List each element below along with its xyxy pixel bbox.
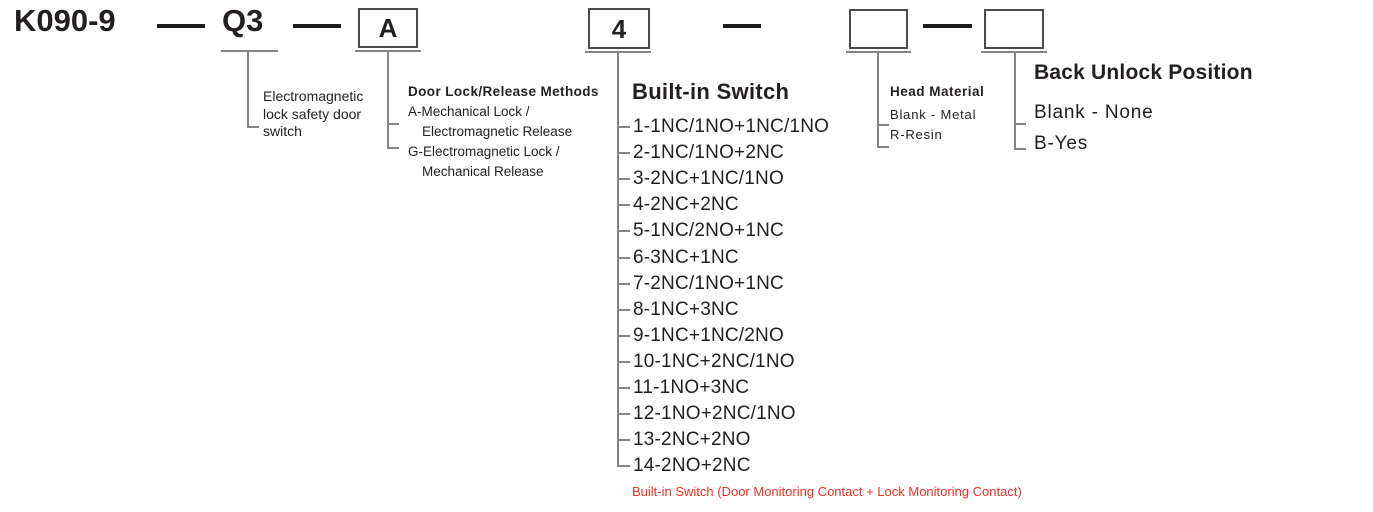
dash-separator-4	[923, 24, 972, 28]
switch-option-10: 10-1NC+2NC/1NO	[617, 349, 829, 375]
lock-method-underline	[355, 50, 421, 52]
head-material-connector-line	[877, 52, 879, 148]
back-unlock-tick-2	[1016, 148, 1026, 150]
builtin-switch-box: 4	[588, 8, 650, 49]
switch-option-5: 5-1NC/2NO+1NC	[617, 218, 829, 244]
dash-separator-2	[293, 24, 341, 28]
lock-method-tick-a	[389, 123, 399, 125]
back-unlock-option-b: B-Yes	[1034, 133, 1088, 154]
series-description-line: switch	[263, 123, 302, 139]
back-unlock-section-title: Back Unlock Position	[1034, 61, 1253, 84]
door-lock-option-g: G-Electromagnetic Lock /	[408, 144, 560, 159]
head-material-section-title: Head Material	[890, 84, 985, 99]
switch-option-6: 6-3NC+1NC	[617, 244, 829, 270]
door-lock-option-a: A-Mechanical Lock /	[408, 104, 530, 119]
back-unlock-options: Blank - None B-Yes	[1034, 97, 1153, 159]
switch-option-8: 8-1NC+3NC	[617, 297, 829, 323]
back-unlock-box	[984, 9, 1044, 49]
head-material-box	[849, 9, 908, 49]
series-description-line: Electromagnetic	[263, 88, 364, 104]
back-unlock-option-blank: Blank - None	[1034, 102, 1154, 123]
builtin-switch-value: 4	[611, 13, 627, 44]
door-lock-section-title: Door Lock/Release Methods	[408, 84, 599, 99]
dash-separator-1	[157, 24, 205, 28]
switch-option-12: 12-1NO+2NC/1NO	[617, 401, 829, 427]
series-description-line: lock safety door	[263, 105, 362, 122]
switch-option-1: 1-1NC/1NO+1NC/1NO	[617, 114, 829, 140]
switch-option-3: 3-2NC+1NC/1NO	[617, 166, 829, 192]
switch-option-9: 9-1NC+1NC/2NO	[617, 323, 829, 349]
lock-method-box: A	[358, 8, 418, 48]
switch-option-2: 2-1NC/1NO+2NC	[617, 140, 829, 166]
door-lock-option-a-cont: Electromagnetic Release	[422, 124, 573, 139]
lock-method-value: A	[378, 13, 398, 43]
switch-option-4: 4-2NC+2NC	[617, 192, 829, 218]
lock-method-connector-line	[387, 52, 389, 149]
head-material-options: Blank - Metal R-Resin	[890, 105, 976, 144]
door-lock-options: A-Mechanical Lock / Electromagnetic Rele…	[408, 102, 572, 182]
head-material-option-r: R-Resin	[890, 126, 943, 142]
builtin-switch-footnote: Built-in Switch (Door Monitoring Contact…	[632, 484, 1022, 499]
series-underline	[221, 50, 278, 52]
series-description: Electromagnetic lock safety door switch	[263, 88, 363, 141]
switch-option-7: 7-2NC/1NO+1NC	[617, 271, 829, 297]
back-unlock-connector-line	[1014, 52, 1016, 150]
series-connector-line	[247, 52, 249, 128]
switch-option-14: 14-2NO+2NC	[617, 453, 829, 479]
head-material-option-blank: Blank - Metal	[890, 107, 977, 122]
lock-method-tick-g	[389, 147, 399, 149]
door-lock-option-g-cont: Mechanical Release	[422, 164, 544, 179]
builtin-switch-connector-line	[617, 52, 619, 467]
switch-option-13: 13-2NC+2NO	[617, 427, 829, 453]
head-material-tick-1	[879, 124, 889, 126]
series-connector-tick	[249, 126, 259, 128]
dash-separator-3	[723, 24, 761, 28]
model-code: K090-9	[14, 3, 116, 38]
builtin-switch-option-list: 1-1NC/1NO+1NC/1NO 2-1NC/1NO+2NC 3-2NC+1N…	[617, 114, 829, 479]
switch-option-11: 11-1NO+3NC	[617, 375, 829, 401]
series-code: Q3	[222, 3, 264, 38]
builtin-switch-section-title: Built-in Switch	[632, 79, 790, 104]
back-unlock-tick-1	[1016, 123, 1026, 125]
head-material-tick-2	[879, 146, 889, 148]
